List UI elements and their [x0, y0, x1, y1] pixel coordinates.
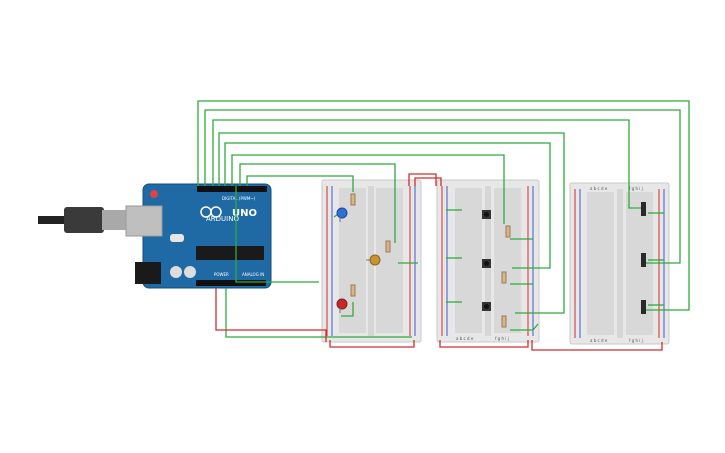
power-wires [215, 173, 663, 351]
resistor[interactable] [385, 240, 391, 253]
column-letters-left: a b c d e [590, 338, 608, 343]
pushbutton-cap [484, 261, 489, 266]
pushbuttons [482, 210, 491, 311]
wire[interactable] [224, 142, 551, 269]
resistor[interactable] [350, 284, 356, 297]
power-jack [135, 262, 161, 284]
signal-wires [197, 100, 690, 338]
usb-cable [38, 207, 132, 233]
column-letters-right: f g h i j [495, 336, 509, 341]
microcontroller-chip [196, 246, 264, 260]
analog-in-label: ANALOG IN [242, 272, 264, 277]
led-blue[interactable] [336, 207, 348, 222]
slide-switch[interactable] [641, 253, 646, 267]
column-letters-right: f g h i j [629, 186, 643, 191]
wire[interactable] [531, 340, 663, 351]
breadboard-holes [455, 188, 521, 333]
switches [641, 202, 646, 314]
power-label: POWER [214, 272, 229, 277]
usb-cable-wire [38, 216, 68, 224]
pushbutton-cap [484, 304, 489, 309]
column-letters-left: a b c d e [456, 336, 474, 341]
led-yellow[interactable] [366, 254, 381, 266]
resistor[interactable] [350, 193, 356, 206]
wire[interactable] [231, 154, 505, 224]
center-channel [617, 189, 623, 338]
wire[interactable] [235, 186, 319, 283]
wire[interactable] [414, 177, 442, 186]
wire[interactable] [329, 340, 415, 348]
wire[interactable] [439, 340, 529, 348]
arduino-infinity-logo-icon [210, 206, 222, 218]
wire[interactable] [239, 163, 396, 243]
capacitor [184, 266, 196, 278]
usb-port [125, 205, 163, 237]
wire[interactable] [215, 288, 327, 342]
wire[interactable] [225, 288, 412, 338]
wire[interactable] [218, 132, 565, 314]
wire[interactable] [341, 302, 354, 317]
column-letters-left: a b c d e [590, 186, 608, 191]
wire[interactable] [246, 175, 354, 192]
pushbutton-cap [484, 212, 489, 217]
slide-switch[interactable] [641, 202, 646, 216]
usb-plug-head [102, 210, 132, 230]
usb-plug-body [64, 207, 104, 233]
power-analog-header [196, 280, 266, 286]
wire[interactable] [197, 100, 690, 311]
resistor[interactable] [501, 271, 507, 284]
digital-header [197, 186, 267, 192]
crystal [170, 234, 184, 242]
reset-button[interactable] [150, 190, 158, 198]
wire[interactable] [204, 109, 681, 264]
slide-switch[interactable] [641, 300, 646, 314]
wire[interactable] [408, 173, 437, 186]
arduino-logo-text: ARDUINO [206, 215, 239, 223]
led-red[interactable] [336, 298, 348, 313]
arduino-board[interactable]: ARDUINO UNO DIGITAL (PWM~) POWER ANALOG … [125, 183, 272, 289]
wire[interactable] [510, 323, 539, 331]
resistor[interactable] [501, 315, 507, 328]
wire[interactable] [212, 119, 646, 209]
arduino-model-text: UNO [232, 208, 257, 219]
digital-pins-label: DIGITAL (PWM~) [222, 196, 256, 201]
capacitor [170, 266, 182, 278]
column-letters-right: f g h i j [629, 338, 643, 343]
resistors [350, 193, 511, 328]
resistor[interactable] [505, 225, 511, 238]
